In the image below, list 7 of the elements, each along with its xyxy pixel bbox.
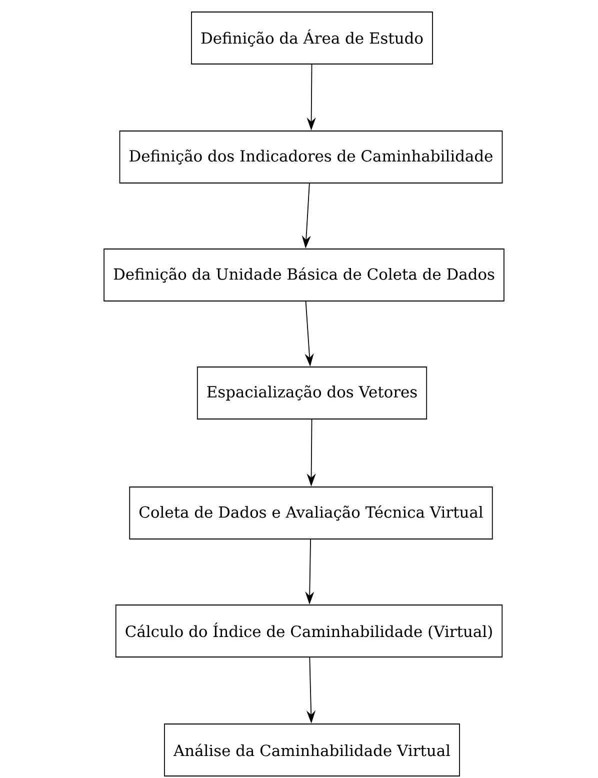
process-box: Definição da Área de Estudo (191, 12, 433, 64)
process-box: Cálculo do Índice de Caminhabilidade (Virtual) (115, 604, 503, 658)
process-box: Definição dos Indicadores de Caminhabilidade (119, 130, 503, 184)
process-box: Espacialização dos Vetores (196, 366, 428, 420)
process-box: Análise da Caminhabilidade Virtual (164, 724, 460, 776)
process-box: Coleta de Dados e Avaliação Técnica Virtual (129, 486, 493, 540)
process-box: Definição da Unidade Básica de Coleta de Dados (104, 248, 504, 302)
